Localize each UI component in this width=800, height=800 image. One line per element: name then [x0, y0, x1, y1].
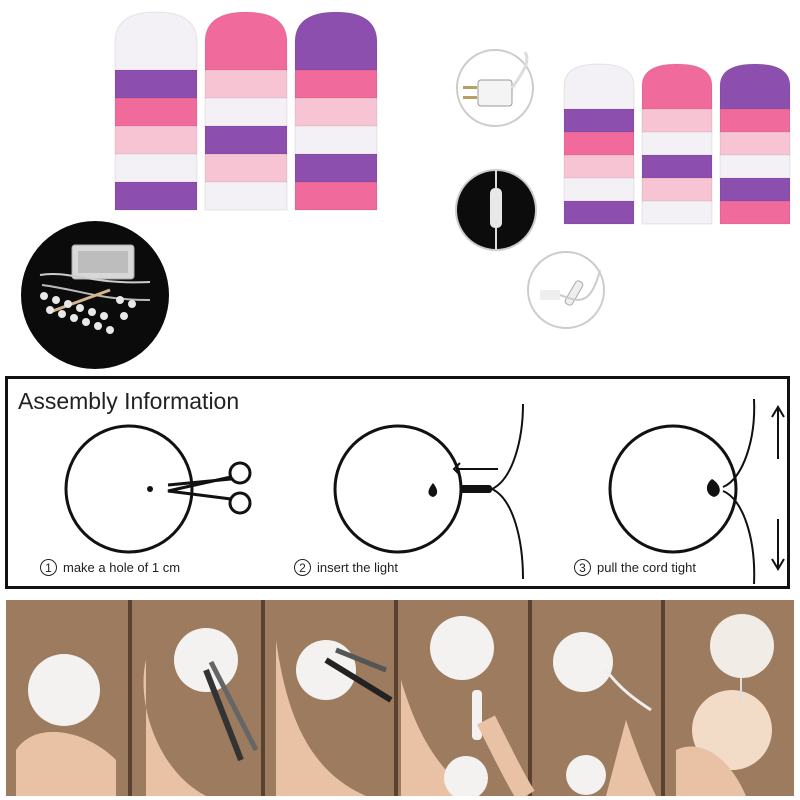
photo-step-3: [276, 640, 393, 796]
photo-step-2: [143, 628, 259, 796]
battery-box-inset: [21, 221, 169, 369]
assembly-photo-strip: [6, 600, 794, 796]
step2-text: insert the light: [317, 560, 398, 575]
step3-diagram: [608, 398, 785, 585]
switch-inset: [455, 169, 537, 251]
photo-strip-graphic: [6, 600, 794, 796]
cotton-ball-layer: [641, 63, 713, 110]
assembly-diagrams: [64, 398, 785, 585]
step1-text: make a hole of 1 cm: [63, 560, 181, 575]
cord-switch-inset: [527, 251, 605, 329]
photo-step-6: [676, 614, 774, 796]
step1-label: 1 make a hole of 1 cm: [40, 559, 180, 576]
right-cotton-ball-stacks: [563, 63, 791, 225]
step2-label: 2 insert the light: [294, 559, 398, 576]
assembly-panel: Assembly Information: [5, 376, 790, 589]
scissors-icon: [167, 461, 252, 515]
step1-number: 1: [40, 559, 57, 576]
step1-diagram: [64, 424, 252, 554]
left-cotton-ball-stacks: [114, 11, 378, 211]
cotton-ball-layer: [114, 11, 198, 71]
photo-step-1: [16, 654, 116, 796]
plug-inset: [456, 49, 534, 127]
photo-step-5: [553, 632, 656, 796]
step3-text: pull the cord tight: [597, 560, 697, 575]
cotton-ball-layer: [719, 63, 791, 110]
cotton-ball-layer: [563, 63, 635, 110]
product-photo-area: [21, 11, 791, 369]
step3-number: 3: [574, 559, 591, 576]
photo-step-4: [401, 616, 535, 796]
cotton-ball-layer: [204, 11, 288, 71]
step2-diagram: [333, 403, 524, 580]
cotton-ball-layer: [294, 11, 378, 71]
step3-label: 3 pull the cord tight: [574, 559, 696, 576]
assembly-title: Assembly Information: [18, 388, 240, 414]
step2-number: 2: [294, 559, 311, 576]
